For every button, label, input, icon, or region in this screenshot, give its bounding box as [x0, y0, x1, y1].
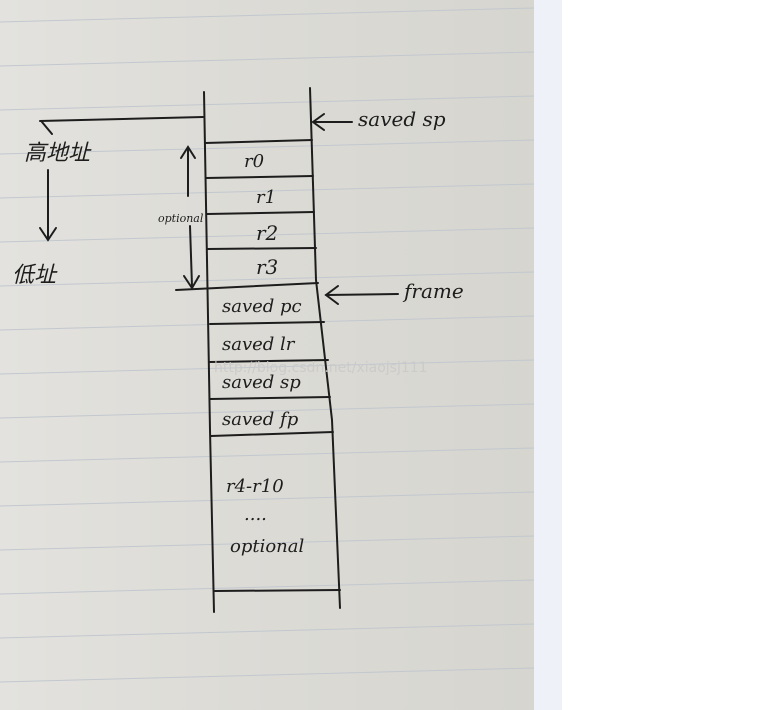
cell-r0: r0: [244, 151, 264, 172]
optional-bracket: [180, 145, 200, 290]
cell-saved-fp: saved fp: [222, 409, 299, 430]
side-strip: [534, 0, 562, 710]
watermark: http://blog.csdn.net/xiaojsj111: [214, 360, 428, 376]
optional-side-label: optional: [158, 212, 204, 225]
cell-r3: r3: [256, 255, 278, 279]
bottom-optional: optional: [230, 536, 305, 557]
saved-sp-top-label: saved sp: [358, 107, 446, 131]
stack-column: [203, 87, 341, 613]
saved-sp-arrow: [311, 113, 353, 131]
frame-arrow: [324, 285, 399, 305]
notebook-photo: saved sp 高地址 低址 optional frame r0 r1 r2 …: [0, 0, 534, 710]
cell-saved-sp: saved sp: [222, 372, 301, 393]
low-address-label: 低址: [12, 263, 58, 288]
frame-label: frame: [402, 279, 464, 303]
cell-saved-pc: saved pc: [222, 296, 302, 317]
blank-area: [562, 0, 768, 710]
bottom-dots: ....: [244, 504, 267, 525]
cell-r4-r10: r4-r10: [226, 476, 284, 497]
cell-saved-lr: saved lr: [222, 334, 296, 355]
cell-dividers: [175, 139, 341, 592]
cell-r2: r2: [256, 221, 278, 245]
high-address-arrow: [39, 116, 204, 242]
high-address-label: 高地址: [24, 141, 92, 166]
cell-r1: r1: [256, 187, 276, 208]
ruled-lines: [0, 7, 534, 683]
stack-diagram: saved sp 高地址 低址 optional frame r0 r1 r2 …: [0, 7, 534, 683]
